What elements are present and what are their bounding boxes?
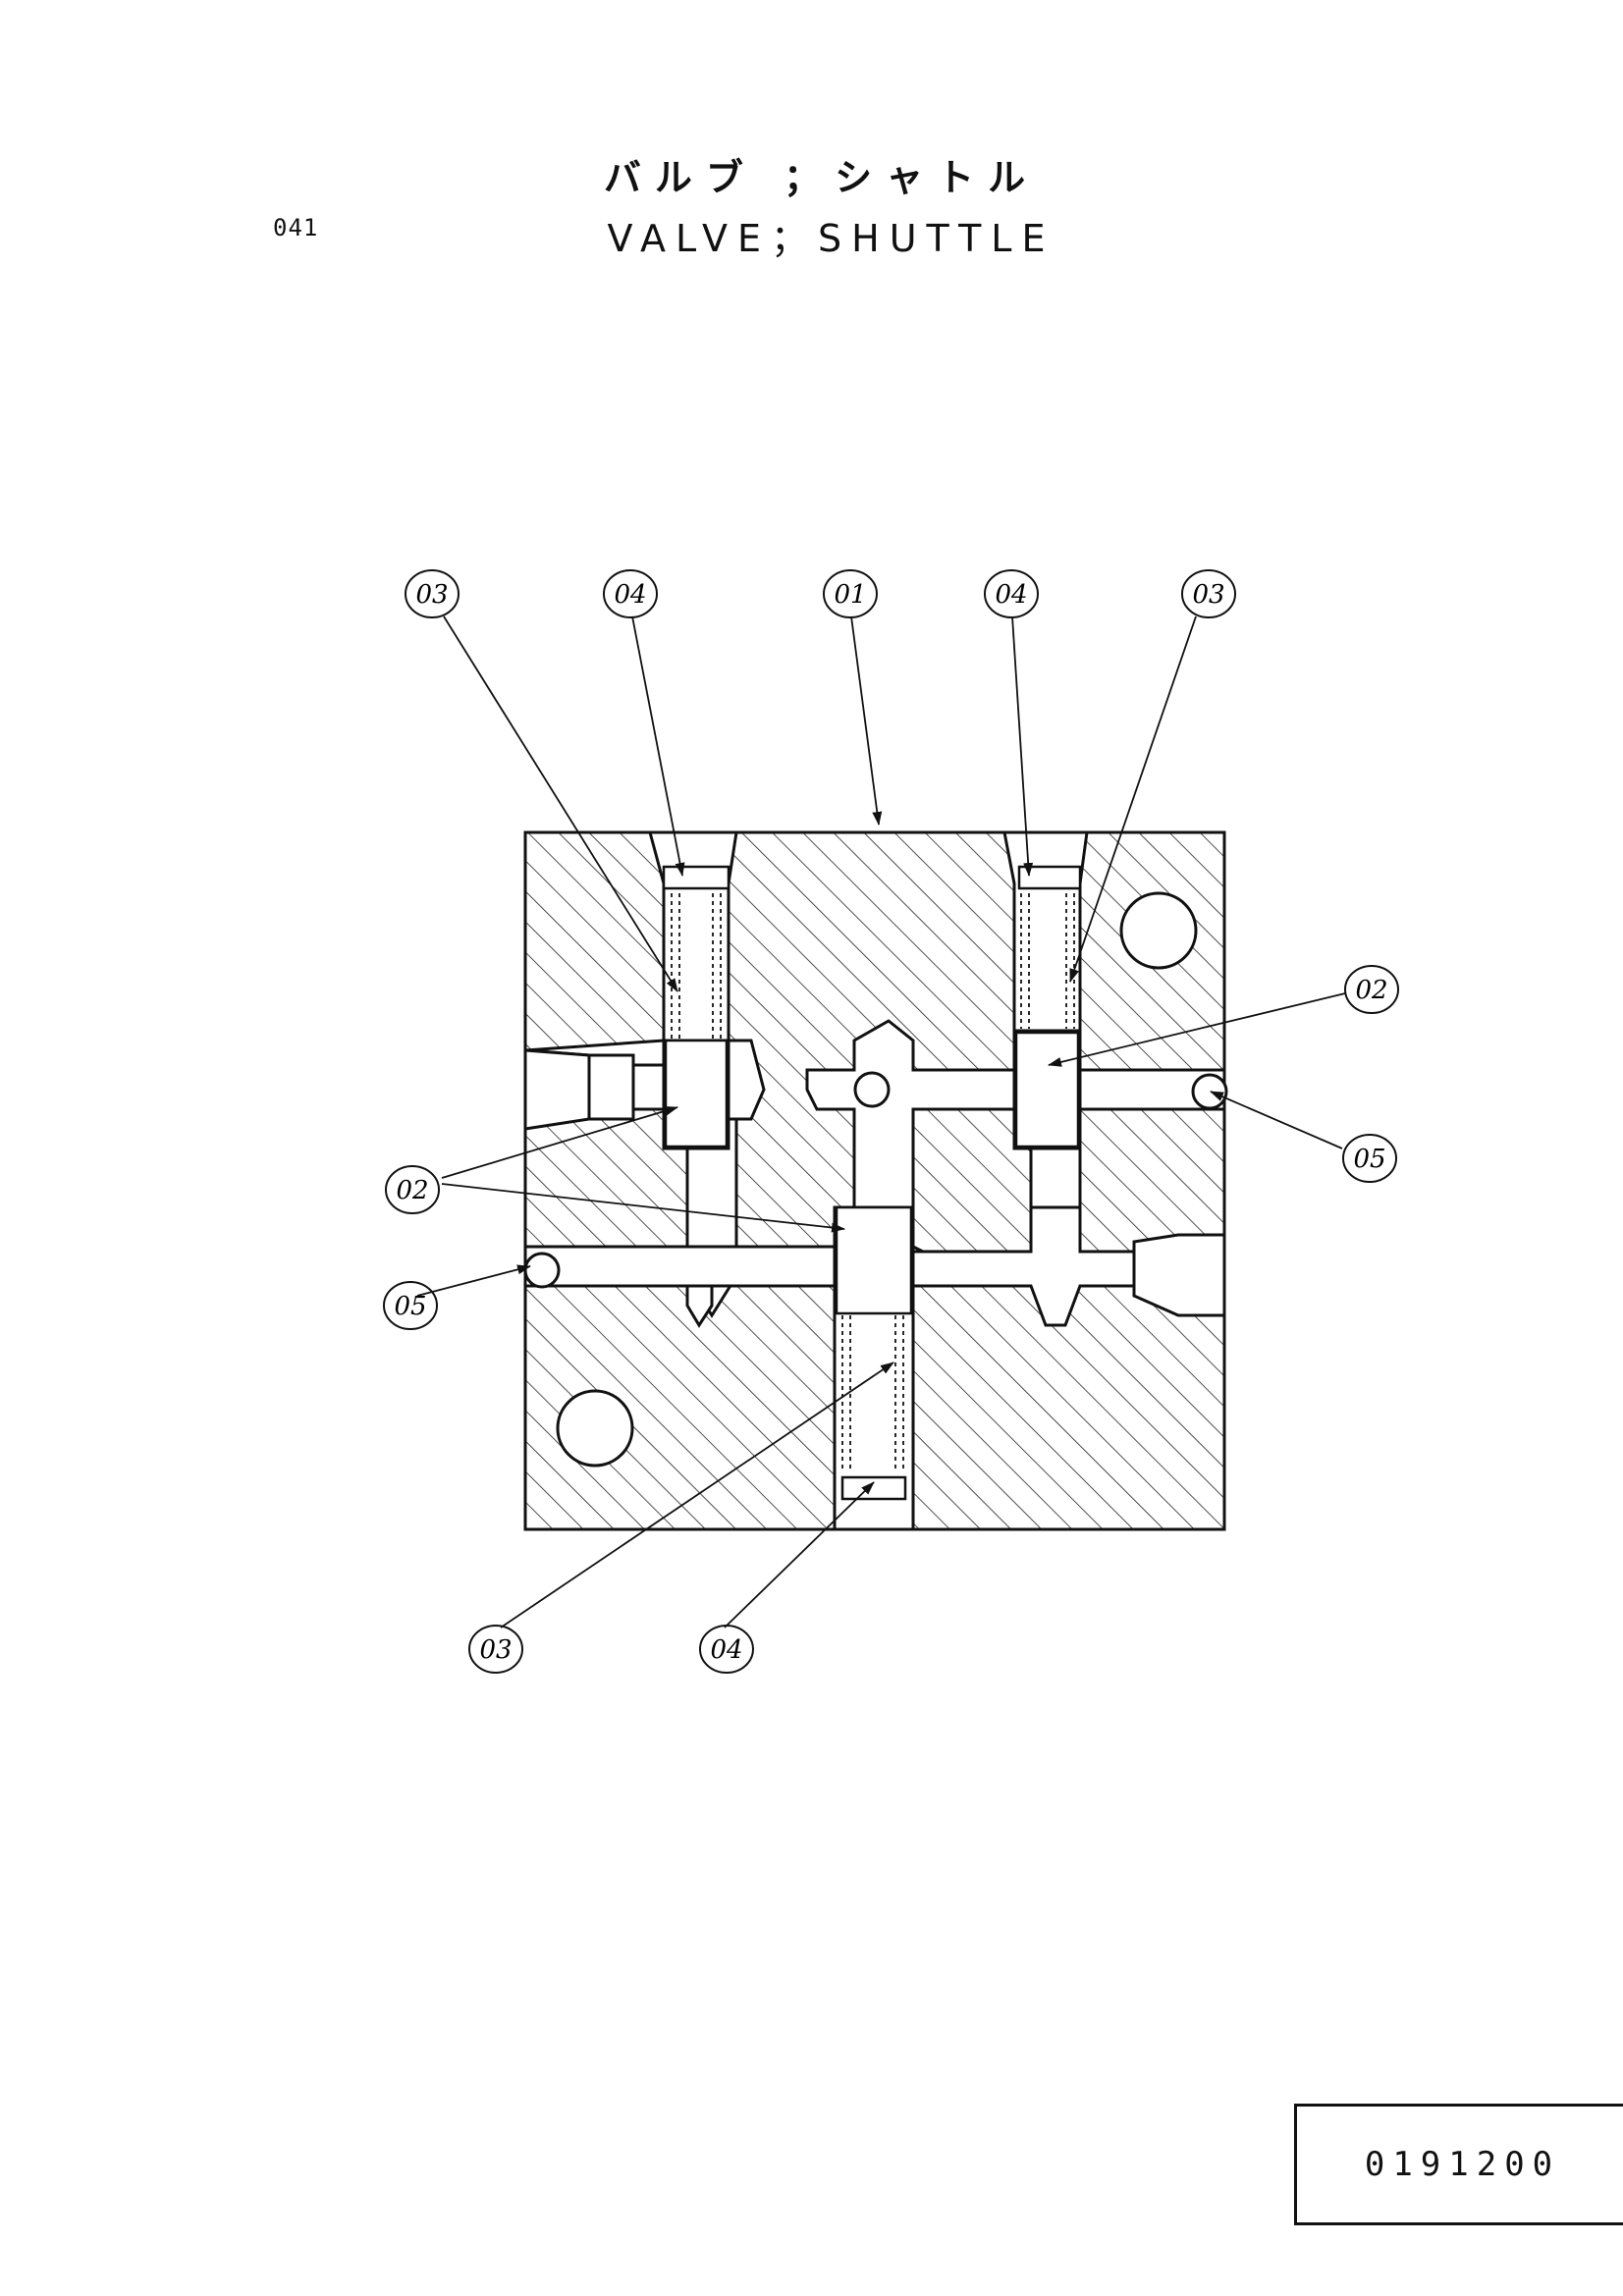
page-number: 041 (273, 214, 319, 241)
callout-05-right: 05 (1342, 1134, 1397, 1183)
callout-03-top-right: 03 (1181, 569, 1236, 618)
callout-04-top-left: 04 (603, 569, 658, 618)
callout-02-right: 02 (1344, 965, 1399, 1014)
callout-label: 02 (396, 1176, 428, 1205)
callout-03-bottom: 03 (468, 1625, 523, 1674)
callout-04-bottom: 04 (699, 1625, 754, 1674)
callout-label: 02 (1355, 976, 1387, 1005)
title-english: VALVE；SHUTTLE (607, 217, 1055, 260)
callout-05-left: 05 (383, 1281, 438, 1330)
drawing-code: 0191200 (1364, 2145, 1561, 2184)
callout-label: 05 (1353, 1145, 1385, 1174)
callouts: 03 04 01 04 03 02 05 02 05 03 04 (383, 569, 1399, 1674)
callout-label: 03 (479, 1635, 512, 1665)
callout-label: 03 (1192, 580, 1224, 610)
callout-04-top-right: 04 (984, 569, 1039, 618)
callout-03-top-left: 03 (405, 569, 460, 618)
callout-label: 01 (834, 580, 866, 610)
title-japanese: バルブ ；シャトル (603, 156, 1040, 199)
callout-label: 04 (614, 580, 646, 610)
callout-label: 05 (394, 1292, 426, 1321)
callout-02-left: 02 (385, 1165, 440, 1214)
callout-label: 04 (710, 1635, 742, 1665)
spools (664, 1031, 1080, 1315)
drawing-code-box: 0191200 (1294, 2104, 1623, 2225)
callout-label: 04 (995, 580, 1027, 610)
leader-lines (416, 615, 1346, 1629)
callout-label: 03 (415, 580, 448, 610)
springs (671, 893, 1075, 1472)
callout-01-top: 01 (823, 569, 878, 618)
